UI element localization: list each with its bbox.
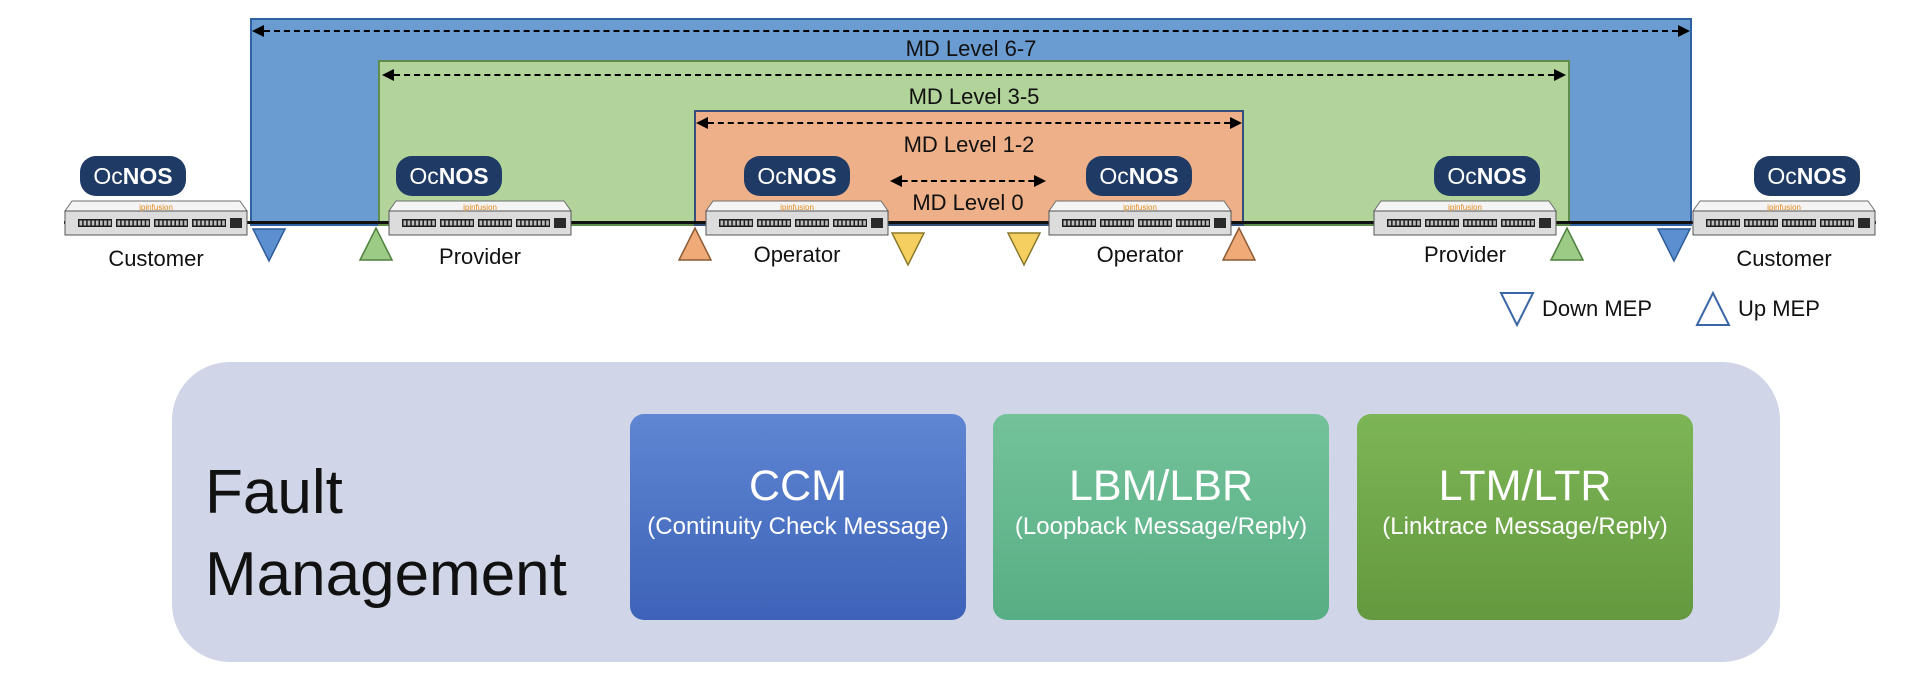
- ocnos-badge-prefix: Oc: [1447, 163, 1477, 189]
- ocnos-badge: OcNOS: [744, 156, 850, 196]
- up-mep-icon: [358, 226, 394, 261]
- node-label: Operator: [753, 242, 841, 267]
- up-mep-icon: [1221, 226, 1257, 261]
- ocnos-badge: OcNOS: [1086, 156, 1192, 196]
- switch-icon: ipinfusion: [1048, 200, 1232, 236]
- ocnos-badge-prefix: Oc: [757, 163, 787, 189]
- vendor-logo: ipinfusion: [1767, 203, 1801, 212]
- link-line: [64, 221, 1876, 224]
- mep-markers: [251, 226, 1731, 328]
- switch-icon: ipinfusion: [705, 200, 889, 236]
- ocnos-badge-bold: NOS: [438, 163, 489, 189]
- up-mep-icon: [1549, 226, 1585, 261]
- node-label: Provider: [439, 244, 521, 269]
- ocnos-badge: OcNOS: [1434, 156, 1540, 196]
- md-level-3-5-arrow: [382, 69, 1566, 81]
- switch-icon: ipinfusion: [1692, 200, 1876, 236]
- md-level-6-7-label: MD Level 6-7: [905, 36, 1037, 61]
- fault-management-title-line1: Fault: [205, 458, 343, 527]
- ocnos-badge-prefix: Oc: [1099, 163, 1129, 189]
- ocnos-badge: OcNOS: [396, 156, 502, 196]
- lbm-lbr-subtitle: (Loopback Message/Reply): [1014, 513, 1308, 540]
- md-level-1-2-arrow: [696, 117, 1242, 129]
- md-level-0-arrow: [890, 175, 1046, 187]
- ltm-ltr-subtitle: (Linktrace Message/Reply): [1382, 513, 1668, 540]
- ccm-card: CCM (Continuity Check Message): [630, 414, 966, 620]
- md-level-3-5-label: MD Level 3-5: [908, 84, 1040, 109]
- ocnos-badge-bold: NOS: [1476, 163, 1527, 189]
- ocnos-badge-bold: NOS: [786, 163, 837, 189]
- ccm-subtitle: (Continuity Check Message): [647, 513, 949, 540]
- md-level-6-7-arrow: [252, 25, 1690, 37]
- lbm-lbr-title: LBM/LBR: [1068, 462, 1253, 510]
- switch-icon: ipinfusion: [388, 200, 572, 236]
- vendor-logo: ipinfusion: [780, 203, 814, 212]
- md-level-1-2-label: MD Level 1-2: [903, 132, 1035, 157]
- ocnos-badge-bold: NOS: [122, 163, 173, 189]
- legend-down-mep-icon: [1499, 292, 1535, 328]
- legend-up-mep-icon: [1695, 290, 1731, 326]
- vendor-logo: ipinfusion: [1123, 203, 1157, 212]
- ccm-title: CCM: [749, 462, 847, 510]
- switch-icon: ipinfusion: [64, 200, 248, 236]
- ltm-ltr-card: LTM/LTR (Linktrace Message/Reply): [1357, 414, 1693, 620]
- ltm-ltr-title: LTM/LTR: [1438, 462, 1612, 510]
- vendor-logo: ipinfusion: [1448, 203, 1482, 212]
- lbm-lbr-card: LBM/LBR (Loopback Message/Reply): [993, 414, 1329, 620]
- node-label: Provider: [1424, 242, 1506, 267]
- down-mep-icon: [890, 232, 926, 267]
- up-mep-icon: [677, 226, 713, 261]
- node-label: Customer: [1736, 246, 1832, 271]
- down-mep-icon: [251, 228, 287, 263]
- fault-management-title-line2: Management: [205, 540, 567, 609]
- ocnos-badge-prefix: Oc: [1767, 163, 1797, 189]
- vendor-logo: ipinfusion: [139, 203, 173, 212]
- down-mep-icon: [1656, 228, 1692, 263]
- down-mep-icon: [1006, 232, 1042, 267]
- ocnos-badge-bold: NOS: [1128, 163, 1179, 189]
- switch-icon: ipinfusion: [1373, 200, 1557, 236]
- node-label: Customer: [108, 246, 204, 271]
- node-label: Operator: [1096, 242, 1184, 267]
- ocnos-badge-prefix: Oc: [93, 163, 123, 189]
- ocnos-badge: OcNOS: [1754, 156, 1860, 196]
- ocnos-badge: OcNOS: [80, 156, 186, 196]
- vendor-logo: ipinfusion: [463, 203, 497, 212]
- fault-management-title: Fault Management: [205, 452, 567, 616]
- ocnos-badge-bold: NOS: [1796, 163, 1847, 189]
- legend-up-mep-label: Up MEP: [1738, 296, 1820, 321]
- ocnos-badge-prefix: Oc: [409, 163, 439, 189]
- legend-down-mep-label: Down MEP: [1542, 296, 1653, 321]
- md-level-0-label: MD Level 0: [912, 190, 1024, 215]
